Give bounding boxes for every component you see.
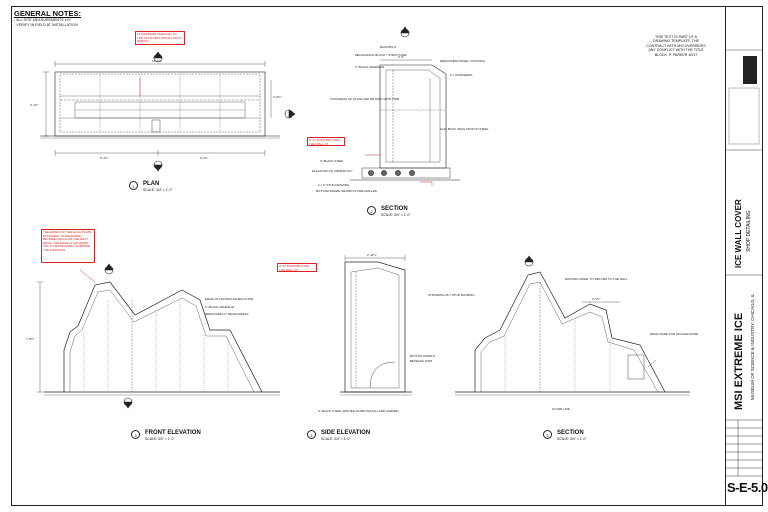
sec-top-label-8: 3" BLACK STEEL [320, 159, 344, 163]
front-elevation-number: 3 [131, 430, 140, 439]
dim-front-height: 7'-8½" [26, 337, 34, 341]
sec-bot-label-4: FLOOR LINE [552, 407, 570, 411]
dim-section-bottom: 2'-5½" [592, 297, 600, 301]
sec-top-label-9: ELEVATION OF MIRROR PLY [312, 169, 353, 173]
sec-top-label-1: BACKSPLIT [380, 45, 397, 49]
section-top-title: SECTION [381, 206, 408, 212]
section-bottom-scale: SCALE: 3/4" = 1'-0" [557, 437, 587, 441]
dim-plan-right: 6'-2½" [200, 156, 208, 160]
dim-plan-inner: 3'-6½" [273, 95, 281, 99]
plan-view [40, 51, 296, 172]
section-red-note: 3" AT FROM BEYOND THE WALL AT [307, 137, 345, 146]
sec-top-label-6: THICKNESS OF PLATE AND RETURN WITH TRIM [330, 97, 400, 101]
general-note-2: - VERIFY IN FIELD AT INSTALLATION [14, 23, 78, 27]
plan-view-number: 1 [129, 181, 138, 190]
general-notes-title: GENERAL NOTES: [14, 9, 81, 18]
sheet-number: S-E-5.0 [727, 480, 768, 495]
section-top-scale: SCALE: 3/4" = 1'-0" [381, 213, 411, 217]
section-bottom-view [455, 255, 690, 396]
side-red-note: 3" AT FROM BEYOND THE WALL AT [277, 263, 317, 272]
sec-top-label-7: FLAT BACK INSULATION IN STEEL [440, 127, 489, 131]
title-block [725, 6, 763, 506]
drawing-title: ICE WALL COVER [734, 199, 743, 268]
sec-top-label-4: REMOVABLE PANEL / RACKING [440, 59, 486, 63]
sec-bot-label-2: STRINGING PLY STUD FRAMING [428, 293, 475, 297]
plan-red-note: FLOOR/BASE PARALLEL TO THE PLATFORM INST… [135, 31, 185, 45]
side-elevation-number: 4 [307, 430, 316, 439]
side-elevation-title: SIDE ELEVATION [321, 430, 371, 436]
title-block-lines [725, 49, 763, 477]
dim-plan-depth: 4'-1½" [30, 103, 38, 107]
front-label-3: REMOVABLE 2" RECEIVABLES [205, 312, 248, 316]
sec-top-label-5: 2 x STRINGERS [450, 73, 472, 77]
sec-top-label-3: 2" BLACK ADHESIVE [355, 65, 384, 69]
section-top-view [350, 26, 460, 186]
side-label-2: BEVELED TRIM [410, 359, 432, 363]
front-label-1: EDGE OF DISTINGUISHED PLATE [205, 297, 253, 301]
front-label-2: 2" BLACK ADHESIVE [205, 305, 234, 309]
section-top-number: 2 [367, 206, 376, 215]
plan-view-title: PLAN [143, 181, 160, 187]
section-bottom-number: 5 [543, 430, 552, 439]
sec-top-label-11: BOTTOM FRAME SHOWN IN PRE-DRILLED [316, 189, 378, 193]
sec-top-label-10: 2 x 4" STUD FRAMING [318, 183, 350, 187]
plan-view-scale: SCALE: 3/4" = 1'-0" [143, 188, 173, 192]
sec-top-label-2: MECHANICAL BLOCK / STRUCTURE [355, 53, 407, 57]
project-title: MSI EXTREME ICE [733, 312, 745, 410]
dim-plan-width: 12'-6½" [152, 59, 162, 63]
project-subtitle: MUSEUM OF SCIENCE & INDUSTRY, CHICAGO, I… [750, 293, 755, 400]
sec-bot-label-3: EDGE MADE FOR SUCKER DOOR [650, 332, 699, 336]
dim-section-top: 2'-3" [398, 55, 404, 59]
side-label-1: BUTTON PANELS [410, 354, 435, 358]
drawing-subtitle: SHOP DETAILING [746, 210, 752, 253]
sec-bot-label-1: BACKING PANEL TO RETURN TO THE WALL [565, 277, 628, 281]
template-note: THIS TEXT IS PART OF A DRAWING TEMPLATE.… [646, 35, 706, 57]
side-elevation-view [340, 255, 412, 396]
front-elevation-title: FRONT ELEVATION [145, 430, 201, 436]
side-label-3: 2" BLACK STEEL APPLIED AFTER INSTALL AND… [318, 409, 399, 413]
front-elevation-scale: SCALE: 3/4" = 1'-0" [145, 437, 175, 441]
front-red-note: THE EDGES OF THE EACH PLATE EXTENDED, AS… [41, 229, 95, 263]
front-elevation-view [37, 263, 280, 409]
dim-side-width: 2'-11½" [367, 253, 377, 257]
general-note-1: - ALL SITE MEASUREMENTS ±½" [14, 18, 72, 22]
sheet-border [11, 6, 763, 506]
section-bottom-title: SECTION [557, 430, 584, 436]
side-elevation-scale: SCALE: 3/4" = 1'-0" [321, 437, 351, 441]
dim-plan-left: 6'-4½" [100, 156, 108, 160]
